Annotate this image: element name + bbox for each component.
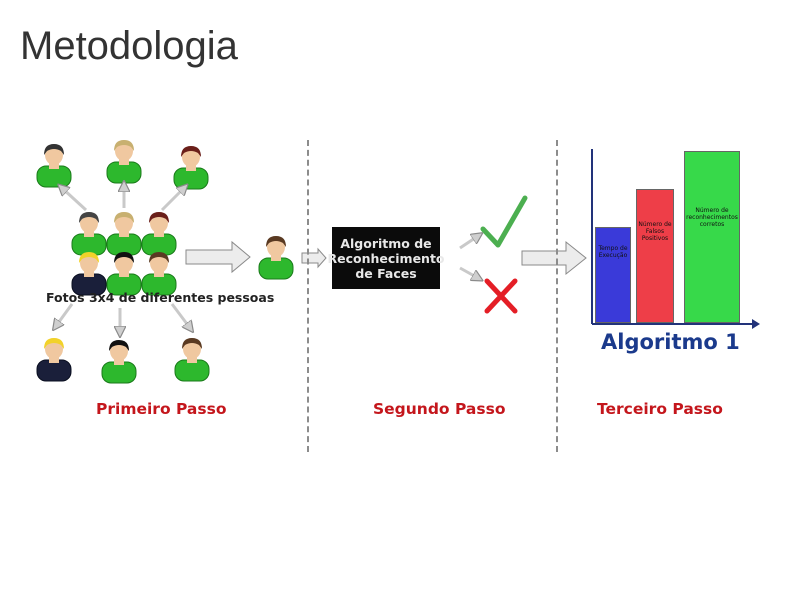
- bar-falsos-positivos: [636, 189, 674, 323]
- divider-2: [556, 140, 558, 452]
- arrow-down-right: [170, 303, 190, 328]
- divider-1: [307, 140, 309, 452]
- algorithm-box: Algoritmo de Reconhecimento de Faces: [327, 227, 445, 289]
- step3-label: Terceiro Passo: [597, 400, 723, 418]
- slide-title: Metodologia: [20, 24, 238, 68]
- person-icon: [141, 212, 177, 256]
- person-icon: [141, 252, 177, 296]
- arrow-to-check: [459, 236, 478, 250]
- chart-title: Algoritmo 1: [601, 330, 740, 354]
- arrow-down-left: [56, 303, 74, 326]
- person-icon: [106, 252, 142, 296]
- step2-label: Segundo Passo: [373, 400, 506, 418]
- selected-person-icon: [258, 236, 294, 280]
- person-icon: [106, 140, 142, 184]
- cross-icon: [484, 278, 518, 314]
- person-icon: [174, 338, 210, 382]
- check-icon: [480, 195, 528, 248]
- person-icon: [106, 212, 142, 256]
- big-arrow-3: [521, 240, 587, 276]
- bar-label-tempo: Tempo de Execução: [598, 245, 628, 259]
- bar-tempo-execucao: [595, 227, 631, 323]
- photos-caption: Fotos 3x4 de diferentes pessoas: [46, 290, 275, 305]
- step1-label: Primeiro Passo: [96, 400, 227, 418]
- arrow-up-left: [62, 188, 88, 212]
- bar-reconhecimentos-corretos: [684, 151, 740, 323]
- person-icon: [101, 340, 137, 384]
- arrow-up-right: [160, 188, 184, 212]
- big-arrow-1: [185, 240, 251, 274]
- bar-label-falsos: Número de Falsos Positivos: [638, 221, 672, 242]
- person-icon: [36, 338, 72, 382]
- arrow-to-cross: [459, 266, 478, 278]
- algorithm-box-text: Algoritmo de Reconhecimento de Faces: [327, 235, 445, 281]
- person-icon: [71, 252, 107, 296]
- person-icon: [36, 144, 72, 188]
- bar-label-corretos: Número de reconhecimentos corretos: [686, 207, 738, 228]
